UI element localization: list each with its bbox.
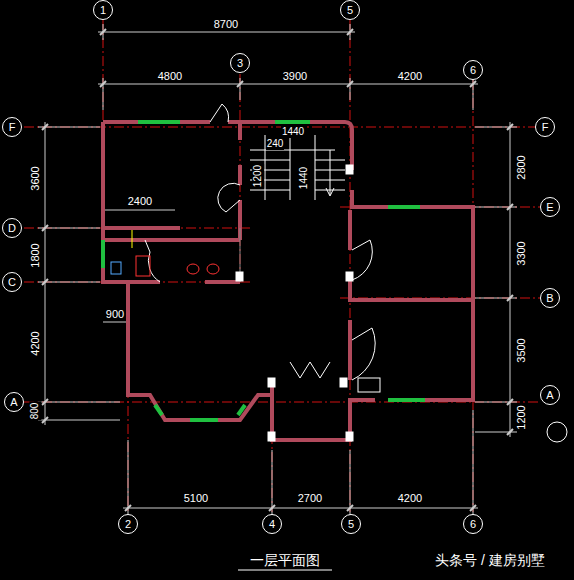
axis-bubble bbox=[547, 422, 567, 442]
windows bbox=[103, 122, 425, 420]
dimension-text: 2700 bbox=[297, 492, 323, 505]
axis-bubble: F bbox=[535, 117, 555, 137]
axis-lines bbox=[24, 20, 540, 512]
axis-number: 2 bbox=[125, 518, 131, 530]
dimension-text: 4200 bbox=[397, 70, 423, 83]
axis-number: 4 bbox=[269, 518, 275, 530]
dimension-text: 5100 bbox=[183, 492, 209, 505]
axis-bubble: F bbox=[2, 117, 22, 137]
dimension-text: 2800 bbox=[514, 154, 527, 180]
axis-bubble: 5 bbox=[341, 514, 361, 534]
axis-number: 6 bbox=[470, 518, 476, 530]
dimension-text: 900 bbox=[105, 308, 125, 321]
dimension-text: 4200 bbox=[397, 492, 423, 505]
dimension-text: 1200 bbox=[252, 164, 264, 188]
axis-number: C bbox=[8, 276, 16, 288]
walls bbox=[103, 122, 473, 440]
axis-bubble: 4 bbox=[262, 514, 282, 534]
axis-bubble: B bbox=[540, 288, 560, 308]
axis-bubble: 1 bbox=[93, 0, 113, 20]
dimension-text: 3300 bbox=[514, 240, 527, 266]
title-underline bbox=[238, 570, 332, 571]
axis-bubble: C bbox=[2, 272, 22, 292]
axis-bubble: 6 bbox=[463, 514, 483, 534]
dimension-text: 800 bbox=[29, 402, 41, 421]
axis-number: F bbox=[542, 121, 549, 133]
dimension-text: 1800 bbox=[28, 242, 41, 268]
axis-number: 1 bbox=[100, 4, 106, 16]
axis-bubble: 3 bbox=[230, 53, 250, 73]
stairs bbox=[250, 135, 345, 378]
axis-bubble: 5 bbox=[340, 0, 360, 20]
dimension-text: 3900 bbox=[282, 70, 308, 83]
dimension-text: 3500 bbox=[514, 337, 527, 363]
axis-bubble: A bbox=[4, 392, 24, 412]
dimension-text: 1440 bbox=[281, 126, 305, 138]
axis-number: 5 bbox=[348, 518, 354, 530]
axis-number: A bbox=[546, 389, 553, 401]
drawing-title: 一层平面图 bbox=[249, 552, 321, 568]
watermark: 头条号 / 建房别墅 bbox=[434, 552, 546, 568]
dimension-text: 1440 bbox=[298, 166, 310, 190]
axis-bubble: 6 bbox=[463, 60, 483, 80]
axis-number: D bbox=[8, 222, 16, 234]
axis-number: B bbox=[546, 292, 553, 304]
dimension-text: 4800 bbox=[157, 70, 183, 83]
axis-bubble: 2 bbox=[118, 514, 138, 534]
dimension-text: 8700 bbox=[213, 18, 239, 31]
axis-bubble: A bbox=[540, 385, 560, 405]
dimension-text: 240 bbox=[266, 138, 285, 150]
axis-number: A bbox=[10, 396, 17, 408]
axis-number: E bbox=[546, 201, 553, 213]
doors-and-fixtures bbox=[111, 104, 380, 441]
dimension-text: 2400 bbox=[127, 195, 153, 208]
dimension-text: 1200 bbox=[514, 404, 527, 430]
dimension-text: 4200 bbox=[28, 330, 41, 356]
axis-number: 6 bbox=[470, 64, 476, 76]
axis-number: F bbox=[9, 121, 16, 133]
axis-bubble: D bbox=[2, 218, 22, 238]
axis-bubble: E bbox=[540, 197, 560, 217]
dimension-text: 3600 bbox=[28, 165, 41, 191]
axis-number: 5 bbox=[347, 4, 353, 16]
dimension-lines bbox=[38, 24, 517, 515]
axis-number: 3 bbox=[237, 57, 243, 69]
